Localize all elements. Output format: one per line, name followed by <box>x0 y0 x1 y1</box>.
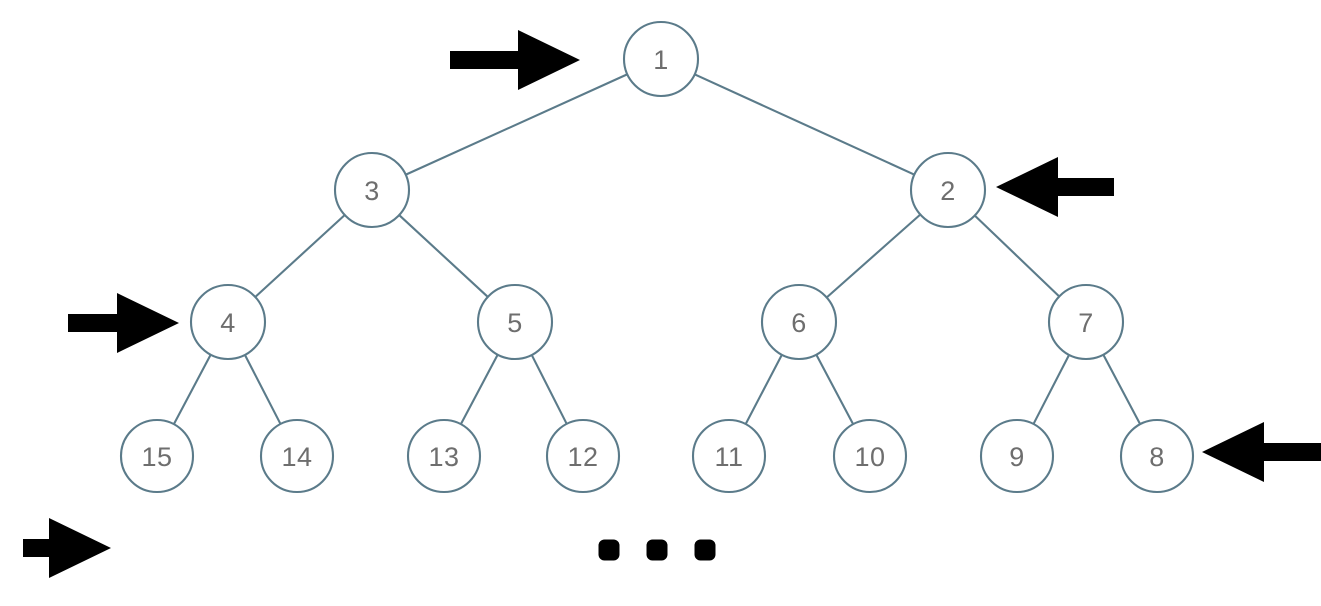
node-circle <box>333 151 411 229</box>
ellipsis-group <box>598 539 716 561</box>
tree-edge <box>460 354 499 425</box>
node-label: 1 <box>653 45 669 75</box>
node-label: 9 <box>1009 442 1025 472</box>
tree-edge <box>974 214 1060 298</box>
tree-node-9[interactable]: 9 <box>979 418 1055 494</box>
tree-node-8[interactable]: 8 <box>1119 418 1195 494</box>
pointer-arrows-group <box>23 30 1321 578</box>
tree-edge <box>398 214 489 298</box>
ellipsis-dot <box>646 539 668 561</box>
node-circle <box>1119 418 1195 494</box>
node-circle <box>119 418 195 494</box>
ellipsis-dot <box>598 539 620 561</box>
tree-node-14[interactable]: 14 <box>259 418 335 494</box>
node-label: 14 <box>281 442 312 472</box>
tree-edge <box>744 354 783 425</box>
tree-edge <box>405 73 628 176</box>
node-circle <box>760 283 838 361</box>
node-label: 2 <box>940 176 956 206</box>
node-label: 15 <box>141 442 172 472</box>
tree-edge <box>530 354 568 425</box>
tree-node-1[interactable]: 1 <box>622 20 700 98</box>
node-label: 8 <box>1149 442 1165 472</box>
node-circle <box>979 418 1055 494</box>
node-circle <box>545 418 621 494</box>
arrow-to-node-4-icon <box>68 293 179 353</box>
node-label: 11 <box>714 442 743 472</box>
node-label: 5 <box>507 308 523 338</box>
arrow-to-node-1-icon <box>450 30 580 90</box>
tree-node-4[interactable]: 4 <box>189 283 267 361</box>
node-circle <box>189 283 267 361</box>
tree-node-3[interactable]: 3 <box>333 151 411 229</box>
arrow-to-node-2-icon <box>996 157 1114 217</box>
tree-node-5[interactable]: 5 <box>476 283 554 361</box>
node-label: 12 <box>567 442 598 472</box>
tree-edge <box>1032 354 1070 425</box>
node-circle <box>622 20 700 98</box>
tree-node-15[interactable]: 15 <box>119 418 195 494</box>
tree-edge <box>815 354 854 425</box>
tree-node-6[interactable]: 6 <box>760 283 838 361</box>
node-label: 4 <box>220 308 236 338</box>
tree-node-10[interactable]: 10 <box>832 418 908 494</box>
arrow-to-node-8-icon <box>1202 422 1321 482</box>
node-circle <box>259 418 335 494</box>
node-label: 6 <box>791 308 807 338</box>
node-circle <box>909 151 987 229</box>
node-circle <box>691 418 767 494</box>
tree-edge <box>694 73 915 176</box>
node-circle <box>1047 283 1125 361</box>
node-label: 3 <box>364 176 380 206</box>
arrow-to-next-level-icon <box>23 518 111 578</box>
ellipsis-dot <box>694 539 716 561</box>
tree-edge <box>254 214 346 298</box>
tree-edge <box>826 213 921 299</box>
node-circle <box>406 418 482 494</box>
tree-edge <box>173 354 212 425</box>
node-label: 7 <box>1078 308 1094 338</box>
tree-edges-group <box>173 73 1141 425</box>
tree-node-7[interactable]: 7 <box>1047 283 1125 361</box>
tree-edge <box>1102 354 1141 425</box>
node-circle <box>832 418 908 494</box>
tree-node-2[interactable]: 2 <box>909 151 987 229</box>
tree-node-13[interactable]: 13 <box>406 418 482 494</box>
tree-edge <box>244 354 282 425</box>
tree-node-11[interactable]: 11 <box>691 418 767 494</box>
tree-node-12[interactable]: 12 <box>545 418 621 494</box>
node-label: 10 <box>854 442 885 472</box>
node-circle <box>476 283 554 361</box>
node-label: 13 <box>428 442 459 472</box>
